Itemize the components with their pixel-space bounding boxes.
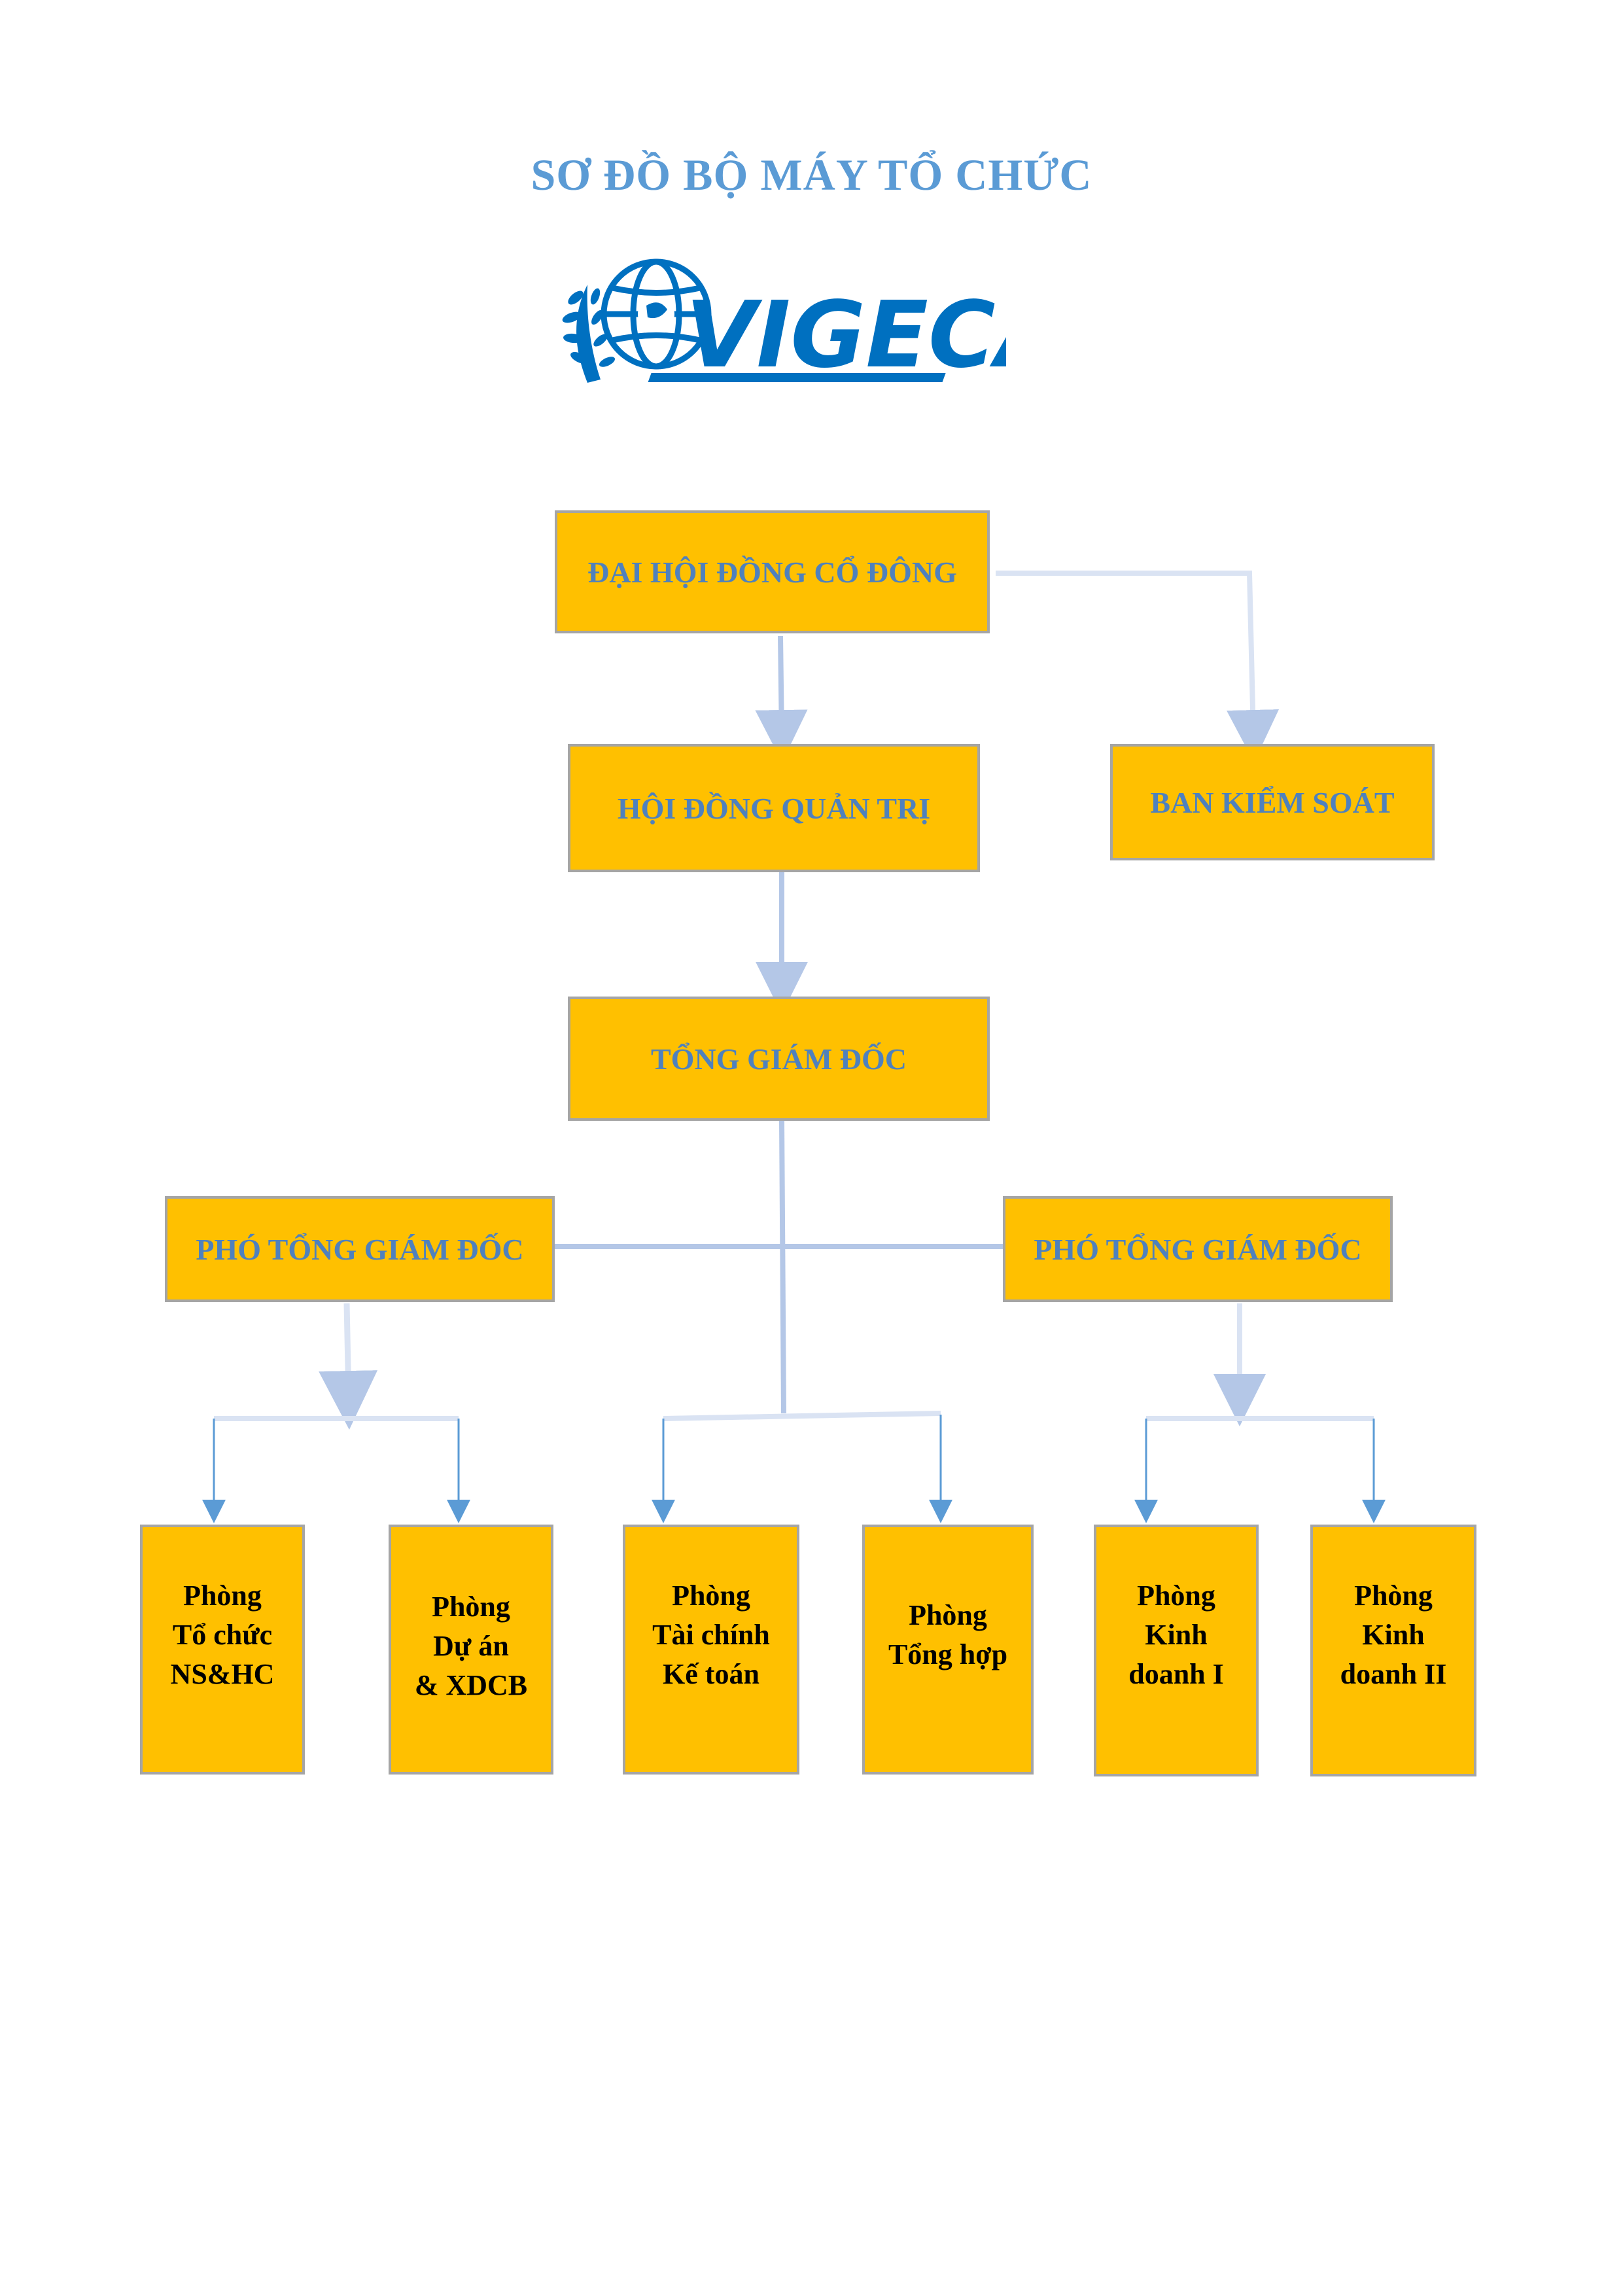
vp-left-label: PHÓ TỔNG GIÁM ĐỐC: [196, 1232, 524, 1266]
dept-label-5: Phòng Kinh doanh I: [1128, 1580, 1224, 1690]
vp-right-label: PHÓ TỔNG GIÁM ĐỐC: [1034, 1232, 1362, 1266]
dept-box-2: Phòng Dự án & XDCB: [389, 1525, 553, 1775]
vp-left-box: PHÓ TỔNG GIÁM ĐỐC: [165, 1196, 555, 1302]
shareholders-label: ĐẠI HỘI ĐỒNG CỔ ĐÔNG: [587, 555, 957, 589]
dept-box-1: Phòng Tổ chức NS&HC: [140, 1525, 305, 1775]
connector-shareholders-supervisory: [996, 571, 1280, 762]
dept-label-4: Phòng Tổng hợp: [888, 1599, 1008, 1670]
shareholders-box: ĐẠI HỘI ĐỒNG CỔ ĐÔNG: [555, 510, 990, 633]
connector-center-bar: [663, 1411, 941, 1421]
page-title: SƠ ĐỒ BỘ MÁY TỔ CHỨC: [531, 150, 1092, 200]
board-box: HỘI ĐỒNG QUẢN TRỊ: [568, 744, 980, 872]
connector-vp-left-down: [319, 1303, 378, 1430]
board-label: HỘI ĐỒNG QUẢN TRỊ: [617, 791, 931, 825]
ceo-box: TỔNG GIÁM ĐỐC: [568, 997, 990, 1121]
dept-label-3: Phòng Tài chính Kế toán: [652, 1580, 770, 1690]
dept-label-2: Phòng Dự án & XDCB: [414, 1591, 528, 1701]
ceo-label: TỔNG GIÁM ĐỐC: [651, 1042, 907, 1076]
connector-shareholders-board: [755, 635, 808, 762]
supervisory-label: BAN KIỂM SOÁT: [1150, 785, 1395, 819]
dept-box-6: Phòng Kinh doanh II: [1310, 1525, 1476, 1776]
connector-ceo-trunk: [779, 1120, 786, 1414]
vp-right-box: PHÓ TỔNG GIÁM ĐỐC: [1003, 1196, 1393, 1302]
dept-box-4: Phòng Tổng hợp: [862, 1525, 1034, 1775]
dept-label-6: Phòng Kinh doanh II: [1340, 1580, 1447, 1690]
dept-box-5: Phòng Kinh doanh I: [1094, 1525, 1259, 1776]
dept-box-3: Phòng Tài chính Kế toán: [623, 1525, 799, 1775]
dept-label-1: Phòng Tổ chức NS&HC: [170, 1580, 275, 1690]
supervisory-box: BAN KIỂM SOÁT: [1110, 744, 1435, 860]
